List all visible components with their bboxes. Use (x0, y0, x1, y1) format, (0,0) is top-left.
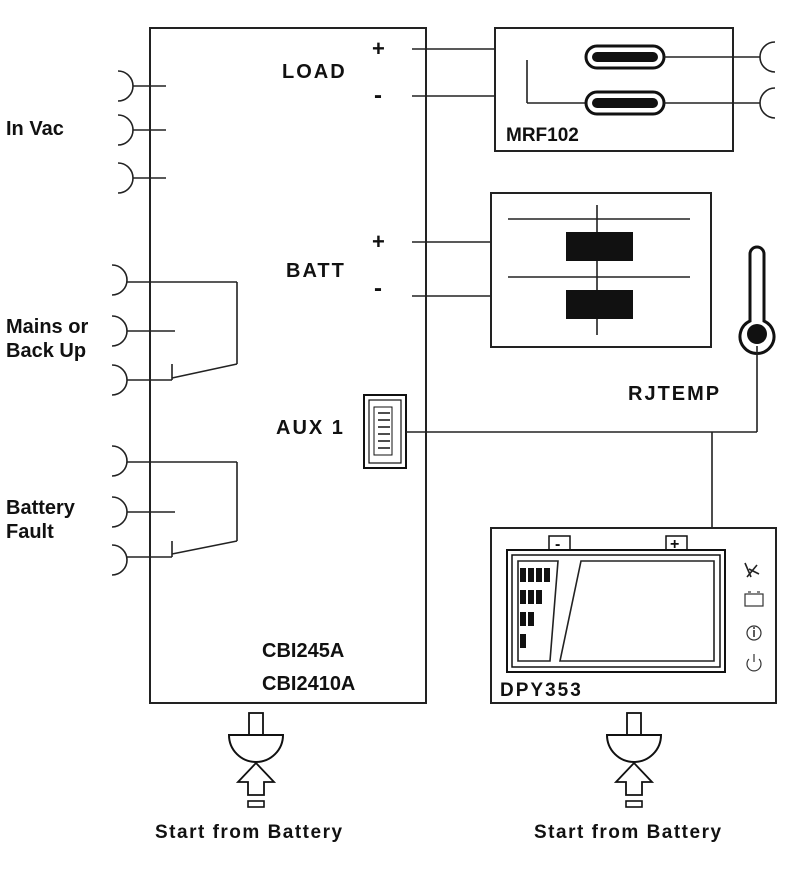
thermometer-icon (738, 245, 776, 355)
battery-box (490, 192, 712, 348)
batt-plus: + (372, 229, 385, 254)
mrf102-box (494, 27, 734, 152)
battery-level-icon (520, 568, 550, 648)
rjtemp-label: RJTEMP (628, 383, 721, 405)
plug-icon (227, 712, 285, 763)
load-minus: - (374, 82, 382, 109)
plug-icon (605, 712, 663, 763)
model-label-1: CBI245A (262, 640, 344, 662)
aux1-label: AUX 1 (276, 417, 345, 439)
power-icon (746, 654, 762, 672)
battery-fault-label-1: Battery (6, 497, 76, 519)
battery-symbol-icon (508, 205, 690, 335)
start-from-battery-label-right: Start from Battery (534, 822, 723, 843)
in-vac-label: In Vac (6, 118, 64, 140)
info-icon (746, 625, 762, 641)
battery-fault-terminals (111, 445, 238, 576)
fan-icon (744, 562, 760, 578)
battery-status-icon (744, 591, 764, 607)
mains-backup-label-2: Back Up (6, 340, 86, 362)
load-plus: + (372, 36, 385, 61)
in-vac-terminals (117, 70, 166, 194)
mains-backup-terminals (111, 264, 238, 396)
battery-fault-label-2: Fault (6, 521, 54, 543)
load-label: LOAD (282, 61, 347, 83)
batt-minus: - (374, 275, 382, 302)
model-label-2: CBI2410A (262, 673, 355, 695)
dpy-plus-label: + (670, 536, 679, 553)
dpy-screen (506, 549, 726, 673)
main-unit-box (149, 27, 427, 704)
dpy353-label: DPY353 (500, 680, 583, 701)
start-from-battery-label-left: Start from Battery (155, 822, 344, 843)
push-arrow-icon (235, 761, 277, 808)
rj45-port-icon (363, 394, 407, 469)
mrf102-label: MRF102 (506, 125, 579, 146)
dpy-minus-label: - (555, 536, 560, 553)
batt-label: BATT (286, 260, 346, 282)
mains-backup-label-1: Mains or (6, 316, 88, 338)
push-arrow-icon (613, 761, 655, 808)
